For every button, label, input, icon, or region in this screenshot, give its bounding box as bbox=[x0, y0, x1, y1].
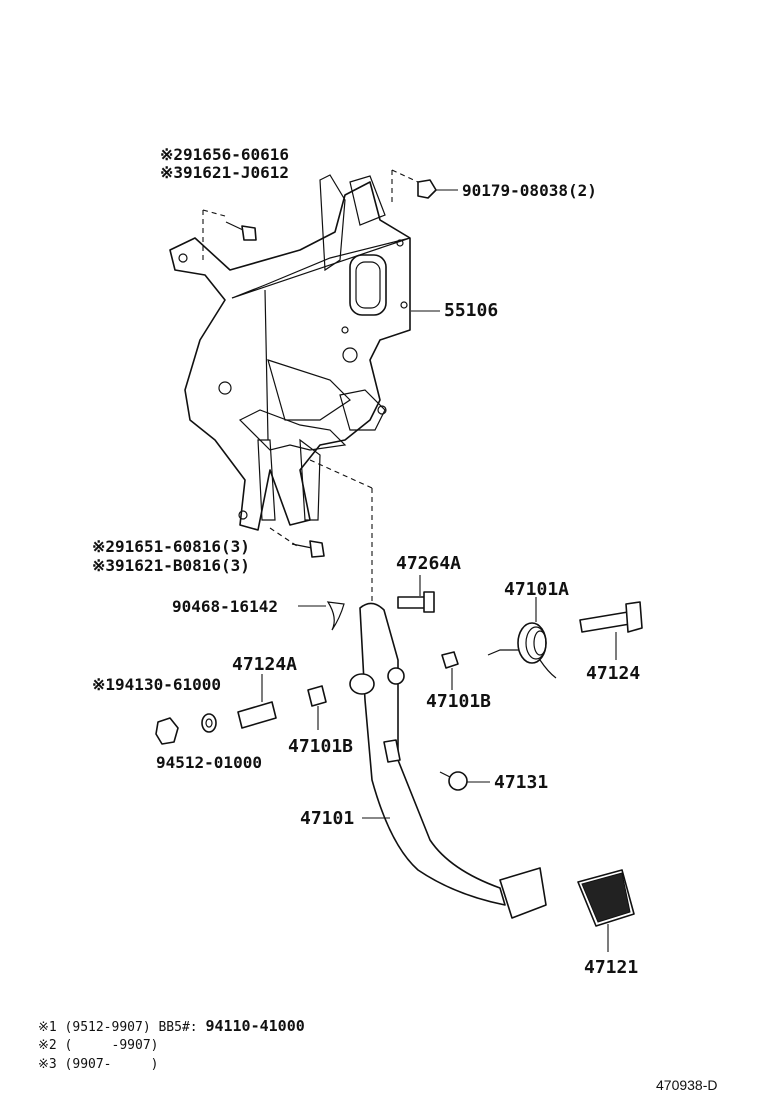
label-47101b-right: 47101B bbox=[426, 691, 492, 712]
label-91651: ※291651-60816(3) bbox=[92, 537, 250, 556]
footnote-1: ※1 (9512-9907) BB5#: 94110-41000 bbox=[38, 1018, 305, 1036]
nut-94130-icon bbox=[155, 717, 179, 745]
footnote-1-part: 94110-41000 bbox=[205, 1017, 305, 1035]
label-55106: 55106 bbox=[444, 300, 499, 321]
label-94130: ※194130-61000 bbox=[92, 675, 221, 694]
label-47131: 47131 bbox=[494, 772, 549, 793]
label-94512: 94512-01000 bbox=[156, 753, 262, 772]
bolt-47124-icon bbox=[579, 601, 643, 660]
footnote-3: ※3 (9907- ) bbox=[38, 1057, 159, 1072]
label-47124: 47124 bbox=[586, 663, 641, 684]
bushing-47101b-right-icon bbox=[441, 651, 459, 690]
collar-47124a-icon bbox=[237, 674, 277, 729]
pedal-bracket-55106 bbox=[169, 174, 411, 531]
bushing-47101b-left-icon bbox=[307, 685, 327, 730]
bolt-47264a-icon bbox=[397, 575, 435, 613]
label-47264a: 47264A bbox=[396, 553, 462, 574]
label-90468: 90468-16142 bbox=[172, 597, 278, 616]
nut-90179-icon bbox=[391, 169, 458, 205]
sheet-id: 470938-D bbox=[656, 1077, 718, 1093]
stopper-47131-icon bbox=[439, 771, 490, 791]
footnote-2: ※2 ( -9907) bbox=[38, 1038, 159, 1053]
pedal-pad-47121 bbox=[577, 869, 635, 952]
pivot-guide bbox=[309, 459, 373, 489]
spring-47101a-icon bbox=[487, 597, 557, 679]
bolt-91656-icon bbox=[202, 209, 257, 262]
label-91656: ※291656-60616 bbox=[160, 145, 289, 164]
label-91621-b0816: ※391621-B0816(3) bbox=[92, 556, 250, 575]
footnote-1-text: ※1 (9512-9907) BB5#: bbox=[38, 1020, 198, 1035]
label-47121: 47121 bbox=[584, 957, 639, 978]
bolt-91651-icon bbox=[269, 527, 325, 558]
pedal-arm-47101 bbox=[349, 602, 547, 919]
label-90179: 90179-08038(2) bbox=[462, 181, 597, 200]
clip-90468-icon bbox=[298, 601, 345, 631]
label-47101: 47101 bbox=[300, 808, 355, 829]
label-47101b-left: 47101B bbox=[288, 736, 354, 757]
washer-94512-icon bbox=[201, 713, 217, 733]
label-47124a: 47124A bbox=[232, 654, 298, 675]
label-91621-j0612: ※391621-J0612 bbox=[160, 163, 289, 182]
bracket-slot bbox=[349, 254, 387, 316]
label-47101a: 47101A bbox=[504, 579, 570, 600]
